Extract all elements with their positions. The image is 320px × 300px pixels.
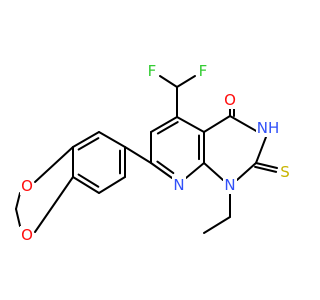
bond-ch2-o3 (15, 208, 21, 227)
bond-b5-o2 (34, 146, 74, 183)
atom-label-o2: O (21, 177, 33, 195)
bond-c4a-c4 (203, 115, 231, 133)
bond-b5-b6-double (77, 137, 100, 151)
bonds-group (15, 75, 278, 234)
bond-b2-b3 (98, 176, 126, 194)
atom-label-o1: O (224, 91, 236, 109)
atom-label-background (278, 163, 292, 181)
atom-label-background (20, 177, 34, 195)
bond-c5-c6-double (156, 121, 179, 135)
bond-b3-b4 (72, 176, 100, 194)
atom-label-o3: O (21, 226, 33, 244)
atom-label-background (256, 119, 280, 137)
atom-label-n1: N (173, 176, 184, 194)
atom-label-f2: F (199, 62, 208, 80)
bond-c7-b1 (124, 146, 152, 164)
bond-c-f1 (159, 75, 178, 88)
atom-label-background (172, 176, 186, 194)
bond-c2-s-double (254, 165, 278, 173)
atom-label-s1: S (280, 163, 290, 181)
atom-label-background (20, 226, 34, 244)
atom-label-background (196, 62, 210, 80)
bond-b6-b1 (98, 131, 126, 148)
atom-label-n2: N (224, 176, 235, 194)
bond-b3-b4-double (77, 173, 100, 188)
bond-c2-n2 (236, 162, 257, 181)
bond-c5-c4a (176, 116, 205, 133)
atom-label-background (145, 62, 159, 80)
bond-o3-b4 (34, 176, 74, 233)
bond-c7-n1 (150, 162, 173, 179)
bond-c-f2 (176, 75, 196, 88)
bond-n2-c8a (203, 162, 224, 181)
bond-c2-s (255, 162, 278, 169)
atom-label-background (223, 91, 237, 109)
bond-o2-ch2 (15, 192, 21, 210)
bond-c5-c6 (150, 116, 178, 133)
bond-b5-b6 (72, 131, 100, 148)
atom-label-nh: NH (257, 119, 280, 137)
bond-nh-c2 (255, 136, 267, 164)
atom-label-f1: F (148, 62, 157, 80)
bond-c4-nh (229, 115, 259, 133)
bond-c7-n1-double (156, 160, 175, 175)
atom-label-background (223, 176, 237, 194)
bond-ch2-ch3 (203, 216, 231, 234)
bond-n1-c8a (185, 162, 205, 179)
